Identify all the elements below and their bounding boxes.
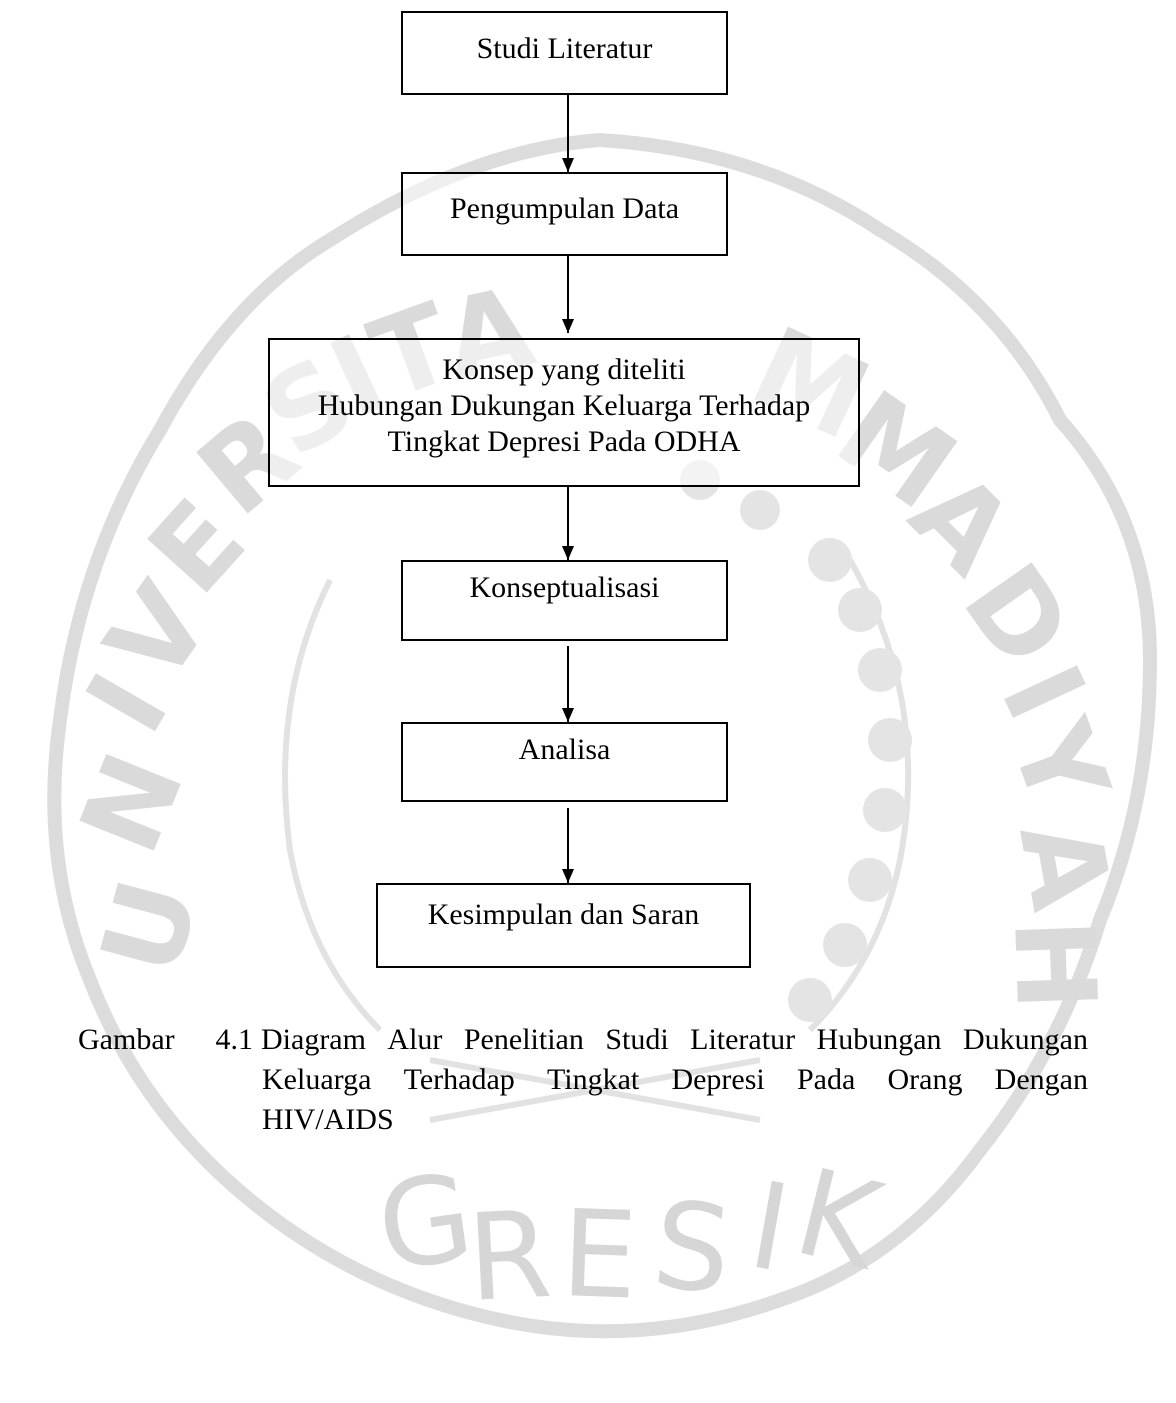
svg-text:K: K [783,1143,896,1298]
box-konsep-yang-diteliti: Konsep yang diteliti Hubungan Dukungan K… [268,338,860,487]
box-label-line1: Konsep yang diteliti [442,353,686,386]
svg-text:G: G [370,1148,481,1299]
caption-line-3: HIV/AIDS [78,1100,1088,1140]
caption-label-number: 4.1 [215,1023,254,1056]
box-label: Konseptualisasi [469,571,660,604]
caption-word: Dengan [994,1063,1088,1096]
caption-word: Studi [605,1023,669,1056]
svg-text:Y: Y [985,703,1134,825]
caption-word: Orang [887,1063,963,1096]
svg-text:V: V [81,562,235,705]
caption-word: Alur [387,1023,443,1056]
svg-text:H: H [989,916,1120,1012]
caption-word: Dukungan [962,1023,1088,1056]
svg-text:A: A [994,812,1135,918]
box-label: Studi Literatur [476,32,653,65]
box-pengumpulan-data: Pengumpulan Data [401,172,728,256]
caption-label: Gambar 4.1 [78,1020,261,1060]
caption-word: Pada [796,1063,856,1096]
caption-word: Hubungan [816,1023,942,1056]
caption-line-1-words: Diagram Alur Penelitian Studi Literatur … [261,1020,1088,1060]
caption-word: Depresi [671,1063,765,1096]
box-label: Pengumpulan Data [449,192,680,225]
figure-caption: Gambar 4.1 Diagram Alur Penelitian Studi… [78,1020,1088,1140]
svg-text:A: A [887,448,1038,599]
svg-text:N: N [55,736,208,869]
caption-label-word: Gambar [78,1023,175,1056]
svg-text:U: U [76,867,223,986]
svg-text:E: E [559,1185,640,1327]
box-studi-literatur: Studi Literatur [401,11,728,95]
box-konseptualisasi: Konseptualisasi [401,560,728,641]
caption-line-2: Keluarga Terhadap Tingkat Depresi Pada O… [78,1060,1088,1100]
box-kesimpulan-dan-saran: Kesimpulan dan Saran [376,883,751,968]
svg-text:I: I [62,654,193,753]
box-analisa: Analisa [401,722,728,802]
svg-text:I: I [976,647,1109,738]
svg-text:E: E [124,476,269,618]
box-label: Kesimpulan dan Saran [427,898,700,931]
svg-text:R: R [464,1186,555,1329]
caption-word: Tingkat [546,1063,640,1096]
caption-word: HIV/AIDS [262,1103,394,1136]
caption-word: Diagram [261,1023,366,1056]
svg-text:S: S [647,1176,737,1322]
caption-word: Penelitian [463,1023,584,1056]
box-label: Analisa [518,733,611,766]
caption-word: Terhadap [403,1063,515,1096]
svg-text:I: I [740,1157,799,1300]
box-label-line2: Hubungan Dukungan Keluarga Terhadap [317,389,811,422]
caption-word: Keluarga [262,1063,372,1096]
caption-line-1: Gambar 4.1 Diagram Alur Penelitian Studi… [78,1020,1088,1060]
svg-text:D: D [939,541,1096,689]
box-label-line3: Tingkat Depresi Pada ODHA [387,425,741,458]
caption-word: Literatur [690,1023,796,1056]
